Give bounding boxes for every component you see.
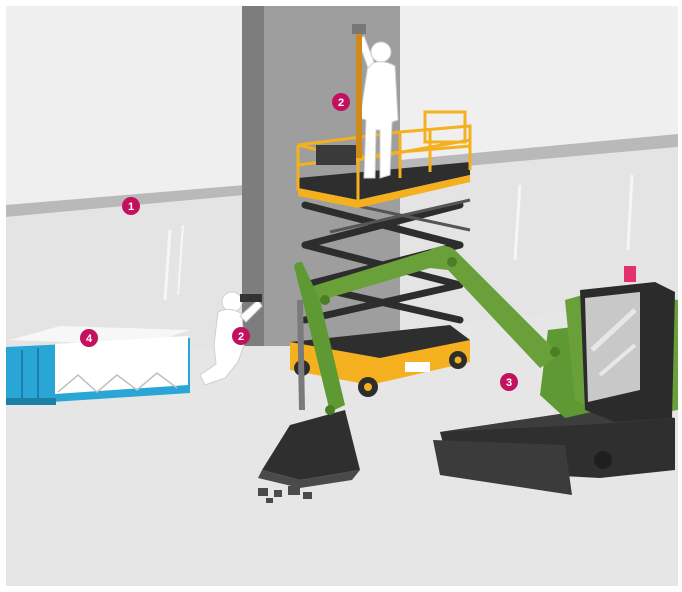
excavator [258,246,678,503]
wall-lower [6,195,245,360]
excavator-joint [447,257,457,267]
marker-wall: 1 [122,197,140,215]
lift-gate [423,110,467,144]
excavator-stick [294,262,345,412]
marker-worker-kneeling: 2 [232,327,250,345]
marker-wall-label: 1 [128,201,134,213]
marker-excavator: 3 [500,373,518,391]
excavator-boom [300,246,560,368]
marker-container: 4 [80,329,98,347]
excavator-cab-glare [590,308,637,352]
wall-sheen [163,229,172,301]
lift-base-top [290,325,470,358]
marker-worker-top: 2 [332,93,350,111]
excavator-joint [325,405,335,415]
debris [258,486,312,503]
marker-container-label: 4 [86,333,93,345]
wall-sheen [513,184,522,261]
waste-container [6,326,190,405]
lift-base-panel [405,362,430,372]
marker-worker-kneeling-label: 2 [238,331,244,343]
excavator-cylinder [297,299,305,411]
excavator-beacon [624,266,636,282]
excavator-bucket [262,410,360,480]
excavator-roller [594,451,612,469]
excavator-joint [550,347,560,357]
excavator-blade [433,440,572,495]
wall-sheen [626,174,634,251]
worker-kneeling [199,291,263,386]
lift-wheel-hub [364,383,372,391]
marker-excavator-label: 3 [506,377,512,389]
excavator-joint [320,295,330,305]
lift-platform-deck [298,162,470,200]
excavator-cab-glare [598,343,637,377]
excavator-bucket-teeth [258,470,360,488]
column-side [242,6,264,346]
container-cover-folds [57,372,178,393]
container-base [6,398,56,405]
worker-on-lift [352,24,399,179]
container-cover-front [55,336,188,394]
lift-platform-edge [298,175,470,208]
lift-control-box [316,145,356,165]
wall-sheen [177,224,184,296]
marker-worker-top-label: 2 [338,97,344,109]
lift-wheel-hub [454,356,462,364]
